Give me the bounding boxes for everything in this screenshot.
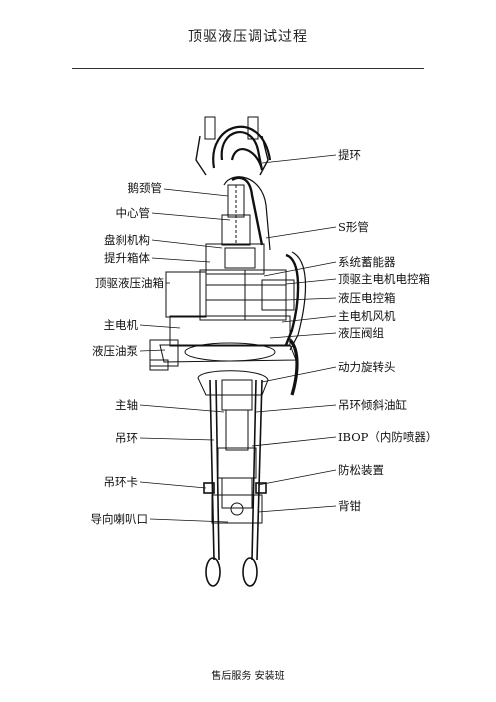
label-bail: 提环	[338, 148, 361, 162]
label-s-pipe: S形管	[338, 220, 369, 234]
label-link-tilt-cylinder: 吊环倾斜油缸	[338, 398, 407, 412]
rotating-head-shape	[197, 370, 269, 524]
label-main-motor: 主电机	[103, 318, 139, 332]
page-header-title: 顶驱液压调试过程	[188, 29, 308, 45]
hydraulic-hose-shape	[288, 338, 299, 396]
page-footer: 售后服务 安装班	[211, 671, 285, 682]
label-accumulator: 系统蓄能器	[338, 255, 396, 269]
label-motor-control-box: 顶驱主电机电控箱	[338, 272, 430, 286]
label-disc-brake: 盘刹机构	[104, 233, 150, 247]
label-valve-block: 液压阀组	[338, 326, 384, 340]
label-centre-pipe: 中心管	[115, 206, 151, 220]
s-pipe-shape	[223, 176, 307, 351]
leader-lines-left	[139, 188, 231, 523]
label-links: 吊环	[115, 431, 138, 445]
label-motor-fan: 主电机风机	[338, 309, 396, 323]
label-guide-funnel: 导向喇叭口	[90, 512, 149, 526]
bail-shape	[195, 116, 272, 176]
label-hydraulic-pump: 液压油泵	[92, 344, 138, 358]
label-lifting-box: 提升箱体	[104, 251, 150, 265]
elevator-links-shape	[203, 379, 267, 587]
label-rotating-head: 动力旋转头	[338, 360, 396, 374]
label-link-clamp: 吊环卡	[103, 475, 139, 489]
label-hydraulic-tank: 顶驱液压油箱	[95, 276, 164, 290]
leader-lines-right	[251, 154, 337, 513]
label-hydraulic-control-box: 液压电控箱	[338, 291, 396, 305]
main-body-shape	[149, 243, 297, 371]
header-rule	[72, 68, 424, 69]
label-ibop: IBOP（内防喷器）	[338, 430, 438, 444]
centre-pipe-shape	[221, 184, 251, 246]
label-main-shaft: 主轴	[115, 398, 138, 412]
label-backup-tong: 背钳	[338, 499, 361, 513]
label-anti-loosening: 防松装置	[338, 463, 384, 477]
label-gooseneck: 鹅颈管	[127, 181, 163, 195]
